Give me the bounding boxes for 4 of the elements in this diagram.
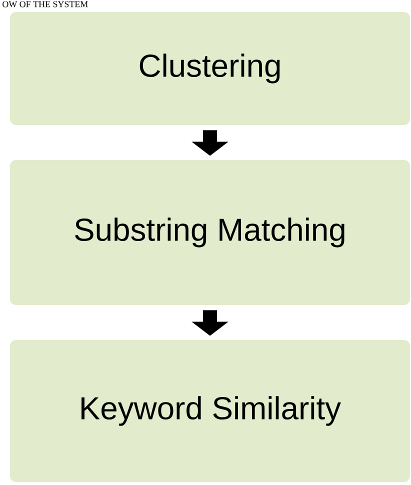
heading: OW OF THE SYSTEM xyxy=(2,1,88,8)
process-box: Clustering xyxy=(10,12,410,125)
process-box: Substring Matching xyxy=(10,160,410,305)
process-box: Keyword Similarity xyxy=(10,340,410,482)
